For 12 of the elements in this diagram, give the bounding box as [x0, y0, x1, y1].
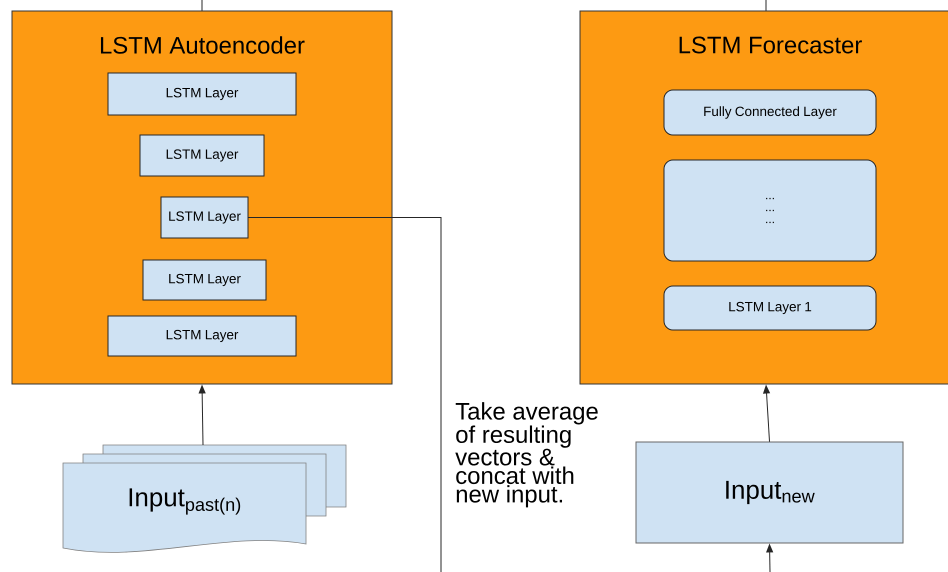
layer-box: LSTM Layer: [108, 72, 296, 116]
layer-box: LSTM Layer: [160, 196, 248, 238]
document-stack: Input$_{past(n)}$: [62, 444, 346, 553]
layer-box: LSTM Layer: [142, 259, 266, 300]
note-text: Take average of resulting vectors & concat with new input.: [455, 402, 598, 508]
layer-box: LSTM Layer: [140, 134, 264, 176]
layer-box: LSTM Layer: [108, 315, 296, 356]
layer-box: Fully Connected Layer: [664, 89, 876, 136]
layer-box: ... ... ...: [664, 159, 876, 262]
layer-box: LSTM Layer 1: [664, 285, 876, 330]
input-box: Input$_{new}$: [636, 441, 904, 544]
connector-line: [248, 216, 442, 572]
